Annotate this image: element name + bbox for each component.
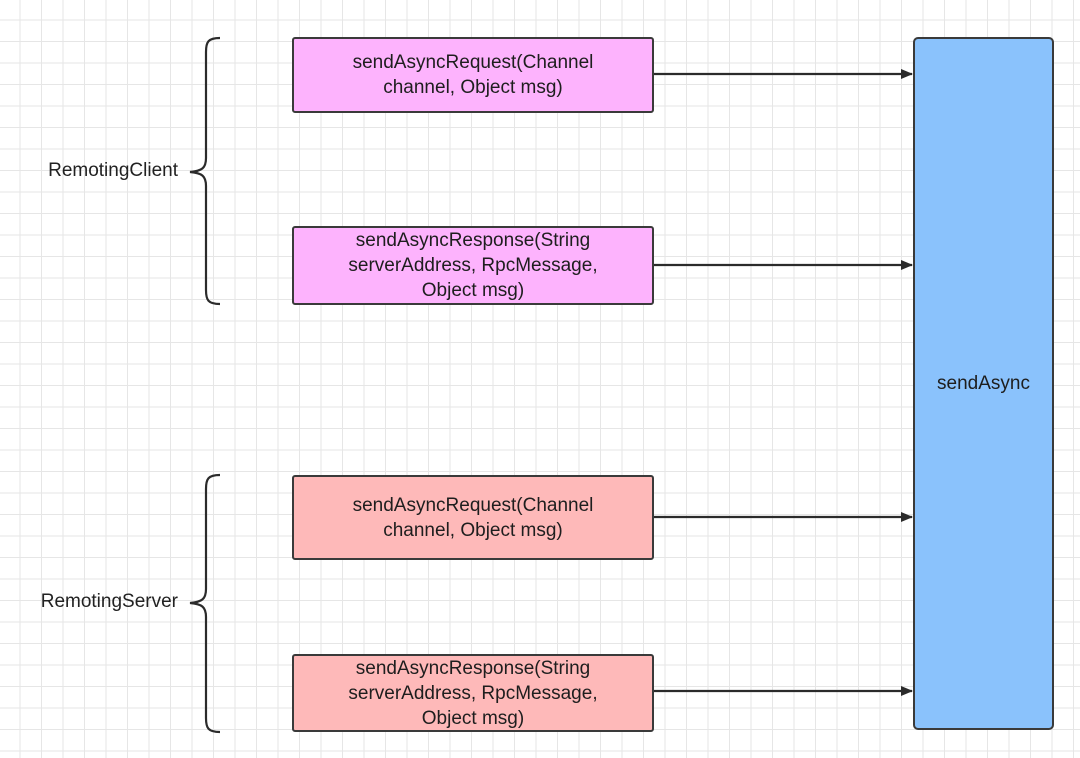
server-send-async-response-text: sendAsyncResponse(String serverAddress, … [348,657,598,729]
server-group-brace [189,473,221,734]
group-label-remoting-server: RemotingServer [40,591,178,612]
client-send-async-request-box: sendAsyncRequest(Channel channel, Object… [292,37,654,113]
send-async-target-text: sendAsync [937,373,1030,394]
client-send-async-response-box: sendAsyncResponse(String serverAddress, … [292,226,654,305]
server-send-async-request-box: sendAsyncRequest(Channel channel, Object… [292,475,654,560]
group-label-remoting-client: RemotingClient [48,160,178,181]
client-group-brace [189,36,221,306]
server-send-async-response-box: sendAsyncResponse(String serverAddress, … [292,654,654,732]
server-send-async-request-text: sendAsyncRequest(Channel channel, Object… [352,494,594,541]
send-async-target-box: sendAsync [913,37,1054,730]
client-send-async-request-text: sendAsyncRequest(Channel channel, Object… [352,52,594,98]
client-send-async-response-text: sendAsyncResponse(String serverAddress, … [348,230,598,301]
